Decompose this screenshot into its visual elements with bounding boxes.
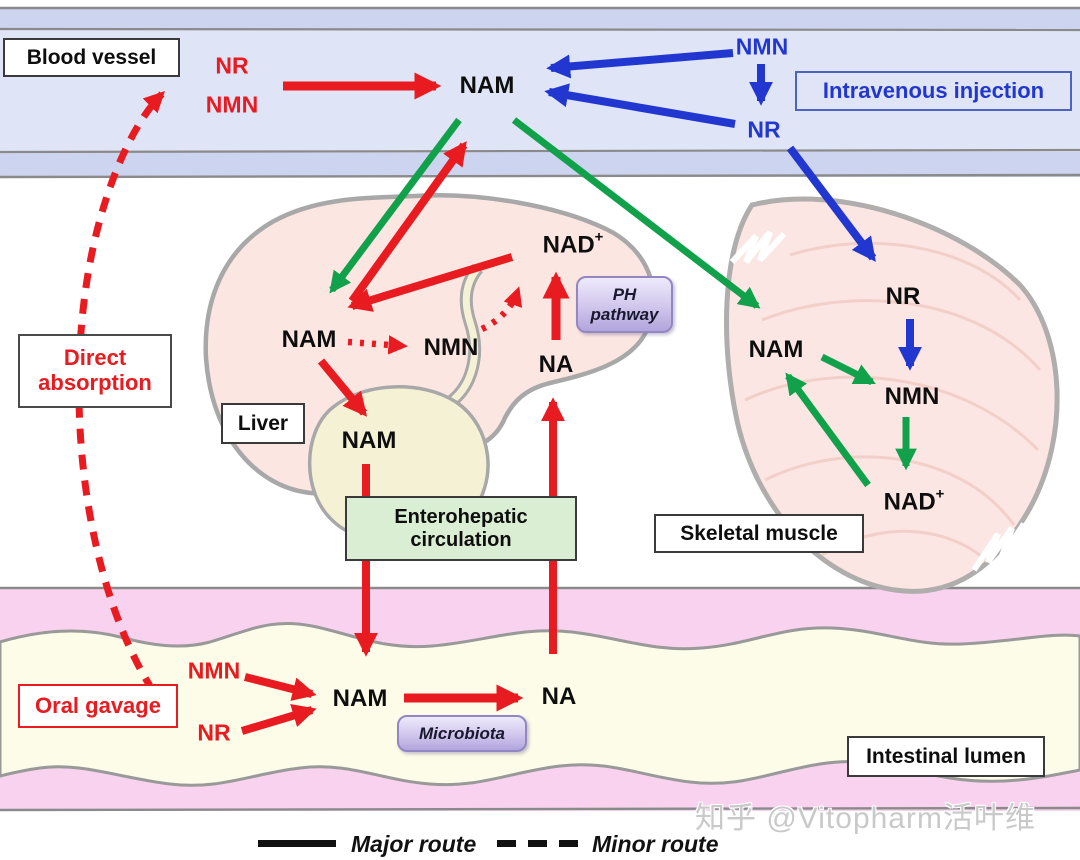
arrow-red-dashed-direct-absorption	[75, 91, 165, 693]
skeletal-muscle-label: Skeletal muscle	[680, 521, 838, 545]
ph-pathway-chip: PH pathway	[576, 276, 673, 333]
nmn-intestine-label: NMN	[187, 657, 241, 684]
blood-vessel-label-box: Blood vessel	[3, 38, 180, 77]
enterohepatic-circulation-label: Enterohepatic circulation	[394, 506, 528, 551]
nr-muscle-label: NR	[885, 283, 921, 310]
arrow-green-nad-to-nam-muscle	[785, 372, 871, 488]
ph-pathway-label: PH pathway	[590, 284, 659, 324]
nmn-iv-label: NMN	[735, 33, 789, 60]
arrow-green-bloodnam-to-muscle	[511, 117, 761, 309]
arrow-blue-nr-to-nam-blood	[544, 83, 736, 128]
nam-muscle-label: NAM	[748, 336, 804, 363]
nad-liver-label: NAD+	[542, 229, 604, 259]
arrow-red-nad-to-nam-liver	[347, 253, 514, 312]
arrows	[75, 49, 922, 735]
nam-gallbladder-label: NAM	[341, 427, 397, 454]
legend-major-label: Major route	[351, 831, 477, 857]
arrow-red-dotted-nmn-to-nad-liver	[480, 286, 523, 332]
muscle-tip-fray	[729, 230, 1027, 572]
blood-vessel-label: Blood vessel	[26, 45, 157, 69]
nam-liver-label: NAM	[281, 326, 337, 353]
nmn-muscle-label: NMN	[884, 383, 940, 410]
arrow-red-nr-to-nam-intestine	[240, 704, 317, 735]
nr-intestine-label: NR	[197, 719, 231, 746]
na-liver-label: NA	[538, 351, 574, 378]
liver-label-box: Liver	[221, 403, 305, 444]
microbiota-chip: Microbiota	[397, 715, 527, 752]
legend-minor-label: Minor route	[592, 831, 719, 857]
nam-blood-label: NAM	[459, 72, 515, 99]
intravenous-injection-label: Intravenous injection	[822, 77, 1045, 103]
arrow-red-nmn-to-nam-intestine	[244, 673, 317, 701]
intravenous-injection-box: Intravenous injection	[795, 71, 1072, 111]
legend-major-line	[258, 840, 336, 847]
arrow-red-livernam-to-bloodnam	[348, 141, 468, 304]
nr-iv-label: NR	[747, 116, 781, 143]
oral-gavage-box: Oral gavage	[18, 684, 178, 728]
intestinal-lumen-shape	[0, 621, 1080, 787]
watermark: 知乎 @Vitopharm活叶维	[695, 802, 1036, 835]
intestinal-lumen-label-box: Intestinal lumen	[847, 736, 1045, 777]
arrow-green-nam-to-nmn-muscle	[820, 353, 876, 386]
legend-minor-line	[497, 840, 579, 847]
nad-muscle-label: NAD+	[883, 486, 945, 516]
nr-blood-label: NR	[215, 52, 249, 79]
nmn-blood-label: NMN	[205, 91, 259, 118]
liver-label: Liver	[237, 411, 289, 435]
nam-intestine-label: NAM	[332, 685, 388, 712]
arrow-red-nam-to-gallbladder	[317, 358, 368, 417]
nmn-liver-label: NMN	[423, 334, 479, 361]
skeletal-muscle-label-box: Skeletal muscle	[654, 514, 864, 553]
arrow-blue-bloodnr-to-muscle	[786, 145, 877, 262]
direct-absorption-box: Direct absorption	[18, 334, 172, 408]
enterohepatic-circulation-box: Enterohepatic circulation	[345, 496, 577, 561]
direct-absorption-label: Direct absorption	[38, 345, 152, 395]
arrow-blue-nmn-to-nam-blood	[546, 49, 734, 79]
na-intestine-label: NA	[541, 683, 577, 710]
oral-gavage-label: Oral gavage	[35, 692, 161, 718]
blood-vessel-band	[0, 6, 1080, 179]
arrow-green-bloodnam-to-liver	[329, 117, 462, 294]
intestinal-lumen-label: Intestinal lumen	[866, 744, 1026, 768]
microbiota-label: Microbiota	[419, 723, 505, 743]
